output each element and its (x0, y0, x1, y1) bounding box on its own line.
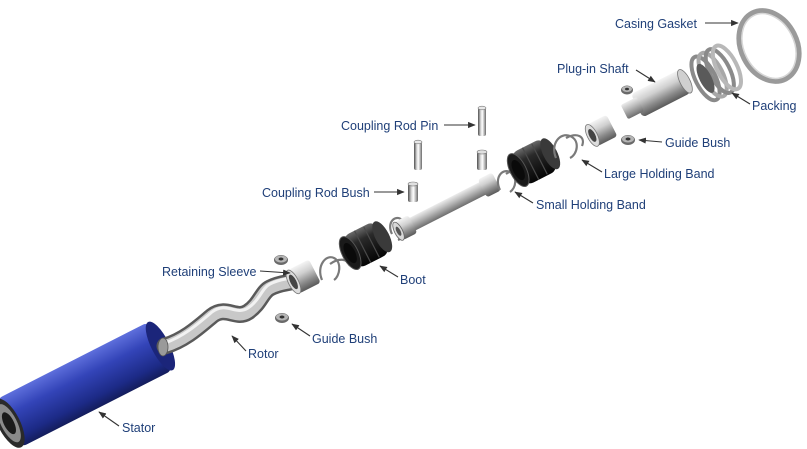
label-stator: Stator (122, 421, 155, 435)
arrow-guide-bush-top (638, 137, 663, 144)
label-retaining-sleeve: Retaining Sleeve (162, 265, 257, 279)
label-boot: Boot (400, 273, 426, 287)
leader-arrows (98, 19, 751, 427)
label-packing: Packing (752, 99, 797, 113)
arrow-small-holding-band (514, 191, 534, 204)
arrow-plug-in-shaft (635, 69, 656, 83)
label-small-holding-band: Small Holding Band (536, 198, 646, 212)
rotor-part (156, 271, 305, 357)
arrow-packing (731, 92, 751, 105)
label-coupling-rod-pin: Coupling Rod Pin (341, 119, 438, 133)
label-casing-gasket: Casing Gasket (615, 17, 698, 31)
label-guide-bush-bottom: Guide Bush (312, 332, 377, 346)
arrow-large-holding-band (581, 159, 603, 173)
arrow-retaining-sleeve (259, 269, 291, 276)
label-rotor: Rotor (248, 347, 279, 361)
guide-bush-top-part (621, 85, 635, 145)
coupling-rod-part (392, 173, 501, 241)
boot-upper-part (506, 138, 561, 188)
arrow-stator (98, 411, 120, 427)
label-plug-in-shaft: Plug-in Shaft (557, 62, 629, 76)
packing-part (689, 43, 743, 103)
label-coupling-rod-bush: Coupling Rod Bush (262, 186, 370, 200)
coupling-rod-bush-part (407, 149, 488, 202)
plug-in-shaft-part (621, 69, 693, 119)
retaining-sleeve-part (285, 260, 320, 295)
guide-bush-bottom-part (274, 255, 289, 323)
arrow-rotor (231, 335, 247, 352)
retaining-sleeve-upper-part (584, 115, 617, 147)
arrow-boot (379, 265, 399, 278)
boot-lower-part (338, 221, 393, 271)
arrow-guide-bush-bottom (291, 323, 311, 337)
label-guide-bush-top: Guide Bush (665, 136, 730, 150)
label-large-holding-band: Large Holding Band (604, 167, 715, 181)
casing-gasket-part (736, 8, 802, 84)
part-labels: Casing Gasket Plug-in Shaft Packing Coup… (122, 17, 797, 435)
coupling-rod-pin-part (413, 105, 487, 170)
large-holding-band-part (553, 134, 584, 159)
